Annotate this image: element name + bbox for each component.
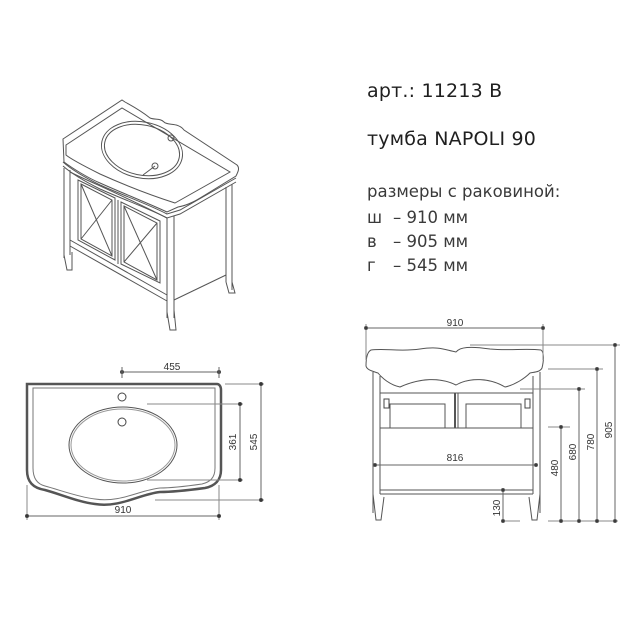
dim-front-total-width: 910 <box>447 318 464 329</box>
dimensions-heading: размеры с раковиной: <box>367 182 561 201</box>
front-view <box>364 324 620 523</box>
dimension-value: – 545 мм <box>393 256 469 275</box>
dim-height-780: 780 <box>586 433 597 450</box>
dim-height-680: 680 <box>568 443 579 460</box>
dim-faucet-offset: 455 <box>164 362 181 373</box>
dim-basin-depth: 361 <box>228 433 239 450</box>
dimension-width: ш – 910 мм <box>367 208 468 227</box>
dim-total-width: 910 <box>115 505 132 516</box>
dimension-key: в <box>367 232 377 251</box>
dim-total-depth: 545 <box>249 433 260 450</box>
product-name: тумба NAPOLI 90 <box>367 128 537 150</box>
article-number: арт.: 11213 B <box>367 80 503 102</box>
front-view-labels: 910 816 130 480 680 780 905 <box>447 318 615 516</box>
dimension-key: г <box>367 256 376 275</box>
dimension-value: – 905 мм <box>393 232 469 251</box>
top-view-labels: 455 361 545 910 <box>115 362 260 516</box>
dim-cabinet-width: 816 <box>447 453 464 464</box>
dimension-key: ш <box>367 208 383 227</box>
dim-total-height: 905 <box>604 421 615 438</box>
isometric-view <box>62 99 240 331</box>
dim-height-480: 480 <box>550 459 561 476</box>
dimension-value: – 910 мм <box>393 208 469 227</box>
dimension-depth: г – 545 мм <box>367 256 468 275</box>
dim-leg-height: 130 <box>492 499 503 516</box>
top-view <box>25 367 264 520</box>
dimension-height: в – 905 мм <box>367 232 468 251</box>
